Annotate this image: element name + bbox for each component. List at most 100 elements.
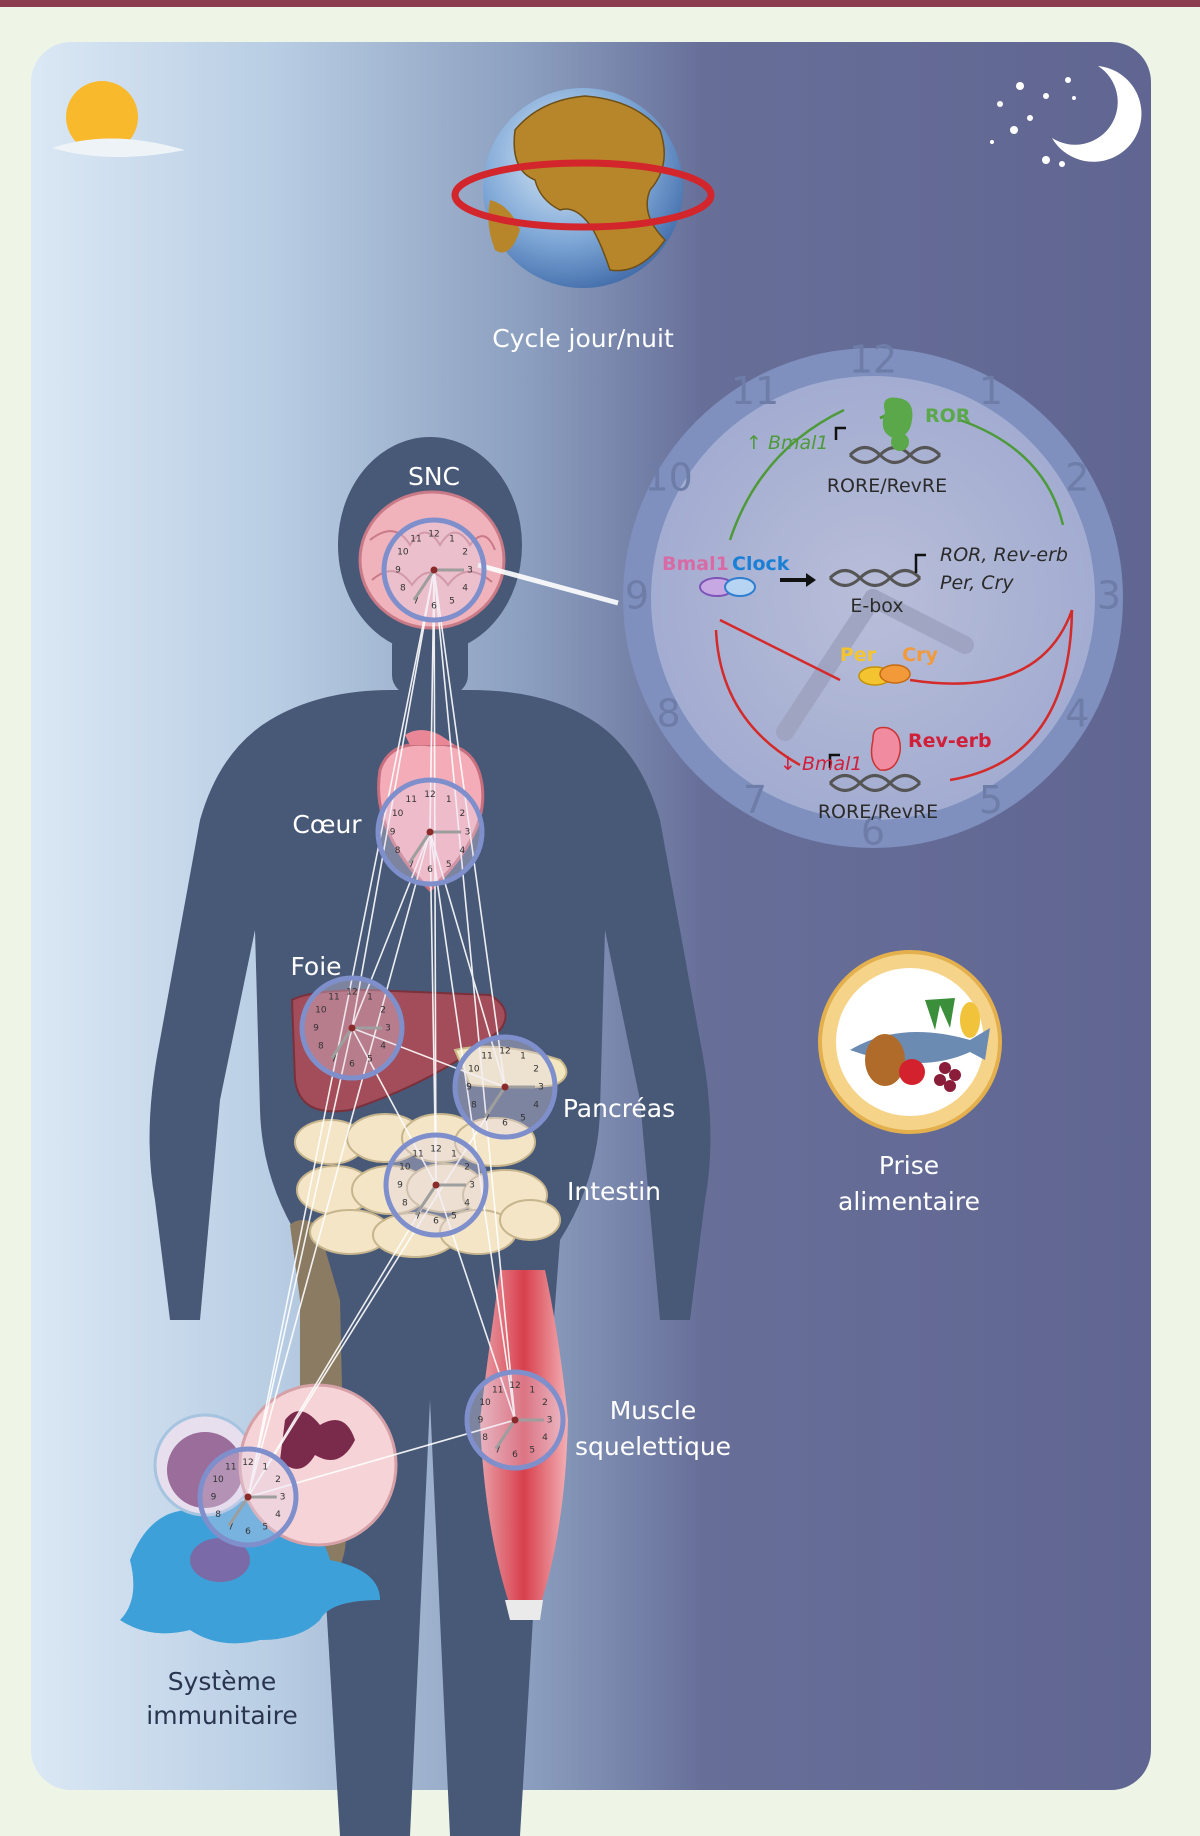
pancreas-label: Pancréas bbox=[563, 1094, 675, 1123]
clock-number: 12 bbox=[346, 988, 357, 998]
clock-number: 9 bbox=[390, 828, 396, 838]
arrow-inhibit-bmal1clock bbox=[719, 618, 841, 682]
clock-number: 10 bbox=[397, 548, 409, 558]
big-clock-number: 9 bbox=[625, 574, 649, 618]
clock-number: 9 bbox=[478, 1416, 484, 1426]
clock-number: 12 bbox=[424, 790, 435, 800]
clock-number: 10 bbox=[399, 1163, 411, 1173]
clock-number: 3 bbox=[547, 1416, 553, 1426]
clock-number: 12 bbox=[430, 1145, 441, 1155]
clock-number: 6 bbox=[502, 1119, 508, 1129]
clock-number: 2 bbox=[462, 548, 468, 558]
arrow-reverb bbox=[949, 609, 1074, 782]
clock-number: 5 bbox=[520, 1114, 526, 1124]
bmal1-down-text: ↓ Bmal1 bbox=[780, 753, 863, 775]
clock-number: 6 bbox=[427, 865, 433, 875]
big-clock-number: 4 bbox=[1065, 692, 1089, 736]
clock-number: 1 bbox=[529, 1386, 535, 1396]
clock-text: Clock bbox=[732, 553, 790, 575]
clock-number: 6 bbox=[431, 602, 437, 612]
clock-number: 7 bbox=[413, 597, 419, 607]
snc-label: SNC bbox=[408, 462, 460, 491]
muscle-label-2: squelettique bbox=[575, 1432, 731, 1461]
sun-icon bbox=[52, 81, 185, 158]
arrow-bmal1-down bbox=[714, 629, 801, 767]
clock-number: 4 bbox=[464, 1199, 470, 1209]
arrow-ror bbox=[959, 418, 1065, 526]
clock-number: 4 bbox=[533, 1101, 539, 1111]
bmal1-up-text: ↑ Bmal1 bbox=[746, 432, 829, 454]
food-label-1: Prise bbox=[879, 1151, 939, 1180]
ror-protein bbox=[882, 397, 913, 438]
clock-number: 12 bbox=[509, 1381, 520, 1391]
clock-number: 10 bbox=[392, 809, 404, 819]
big-clock-number: 8 bbox=[657, 692, 681, 736]
clock-number: 10 bbox=[315, 1006, 327, 1016]
clock-number: 7 bbox=[415, 1212, 421, 1222]
clock-number: 11 bbox=[481, 1051, 492, 1061]
clock-protein bbox=[724, 577, 756, 597]
clock-number: 3 bbox=[469, 1181, 475, 1191]
food-label-2: alimentaire bbox=[838, 1187, 980, 1216]
clock-number: 1 bbox=[262, 1463, 268, 1473]
clock-number: 11 bbox=[406, 795, 417, 805]
clock-number: 7 bbox=[228, 1522, 234, 1532]
reverb-protein bbox=[870, 726, 901, 771]
cry-protein bbox=[879, 664, 911, 684]
clock-number: 2 bbox=[464, 1163, 470, 1173]
clock-number: 8 bbox=[215, 1510, 221, 1520]
clock-number: 6 bbox=[512, 1450, 518, 1460]
clock-number: 5 bbox=[451, 1212, 457, 1222]
clock-number: 2 bbox=[275, 1475, 281, 1485]
food-plate-icon bbox=[818, 950, 1002, 1134]
clock-number: 10 bbox=[468, 1065, 480, 1075]
clock-number: 8 bbox=[400, 584, 406, 594]
rore-bottom-text: RORE/RevRE bbox=[818, 801, 938, 823]
immune-cells-icon bbox=[120, 1383, 398, 1644]
clock-number: 11 bbox=[492, 1386, 503, 1396]
clock-number: 11 bbox=[225, 1463, 236, 1473]
clock-number: 5 bbox=[446, 860, 452, 870]
clock-number: 1 bbox=[367, 992, 373, 1002]
clock-number: 12 bbox=[428, 530, 439, 540]
clock-number: 2 bbox=[533, 1065, 539, 1075]
moon-stars-icon bbox=[990, 66, 1142, 167]
clock-number: 5 bbox=[262, 1522, 268, 1532]
clock-number: 7 bbox=[408, 860, 414, 870]
big-clock-number: 2 bbox=[1065, 456, 1089, 500]
clock-number: 4 bbox=[380, 1042, 386, 1052]
bmal1-text: Bmal1 bbox=[662, 553, 729, 575]
clock-number: 1 bbox=[446, 795, 452, 805]
ror-text: ROR bbox=[925, 405, 971, 427]
clock-number: 1 bbox=[520, 1051, 526, 1061]
clock-number: 4 bbox=[460, 846, 466, 856]
arrow-bmal1-up bbox=[728, 408, 845, 541]
reverb-text: Rev-erb bbox=[908, 730, 992, 752]
clock-number: 8 bbox=[482, 1433, 488, 1443]
big-clock-number: 7 bbox=[743, 778, 767, 822]
clock-number: 3 bbox=[467, 566, 473, 576]
big-clock-number: 5 bbox=[979, 778, 1003, 822]
clock-number: 2 bbox=[542, 1398, 548, 1408]
clock-number: 10 bbox=[212, 1475, 224, 1485]
foie-label: Foie bbox=[290, 952, 341, 981]
clock-number: 7 bbox=[484, 1114, 490, 1124]
big-clock-number: 11 bbox=[731, 369, 779, 413]
targets-text-2: Per, Cry bbox=[940, 572, 1014, 594]
clock-number: 7 bbox=[331, 1055, 337, 1065]
clock-number: 3 bbox=[280, 1493, 286, 1503]
targets-text-1: ROR, Rev-erb bbox=[940, 544, 1068, 566]
clock-number: 4 bbox=[462, 584, 468, 594]
clock-number: 8 bbox=[395, 846, 401, 856]
top-border bbox=[0, 0, 1200, 7]
clock-number: 8 bbox=[318, 1042, 324, 1052]
clock-number: 9 bbox=[466, 1083, 472, 1093]
